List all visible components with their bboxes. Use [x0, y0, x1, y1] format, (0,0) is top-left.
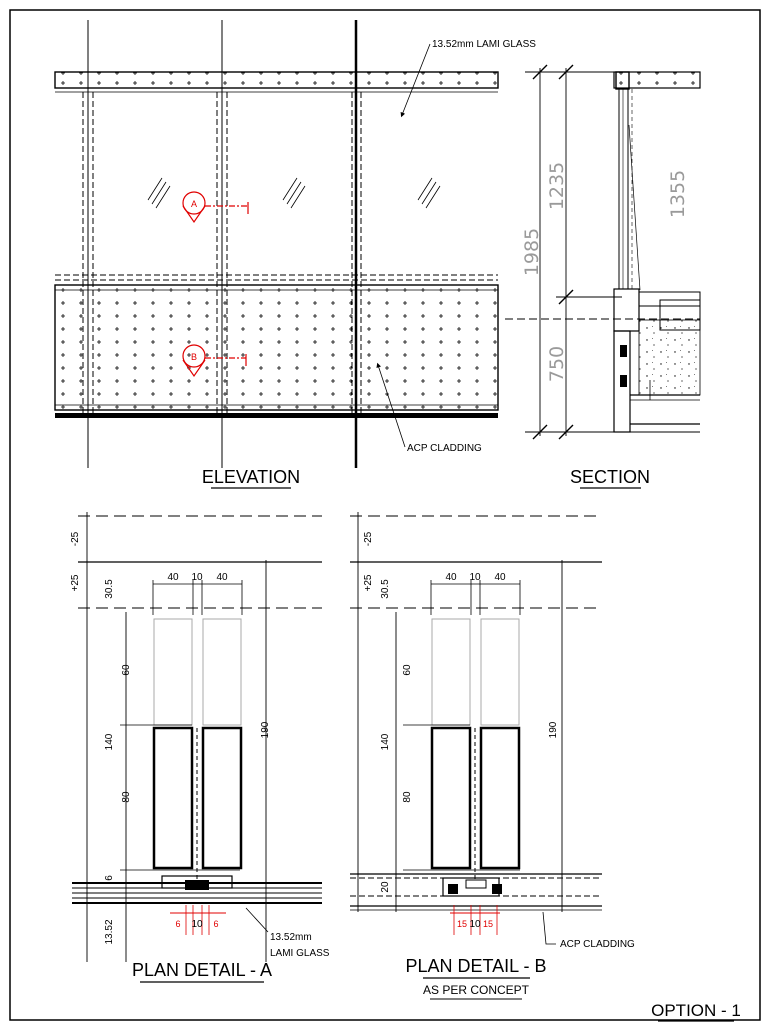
plan-a-dim-minus25: -25: [70, 531, 81, 546]
plan-a-title: PLAN DETAIL - A: [132, 960, 272, 980]
plan-a-glass-note-2: LAMI GLASS: [270, 948, 330, 959]
plan-b-dim-80: 80: [402, 791, 413, 803]
plan-a-dim-190: 190: [260, 721, 271, 738]
plan-detail-a: 40 10 40 -25 +25 30.5 60 140 80 6 13.52 …: [70, 512, 330, 983]
section-marker-b: B: [182, 344, 247, 378]
plan-a-dim-13-52: 13.52: [104, 919, 115, 944]
leader-arrow-icon: [542, 911, 556, 945]
top-rail: [54, 71, 499, 89]
section-marker-a: A: [182, 191, 249, 224]
plan-b-dim-40-left: 40: [445, 572, 457, 583]
plan-a-dim-140: 140: [104, 733, 115, 750]
section-glass: [618, 88, 629, 290]
acp-cladding-panel: [54, 284, 499, 411]
section-cut-marker-icon: [182, 191, 206, 215]
plan-b-dim-30-5: 30.5: [380, 579, 391, 599]
plan-a-profile-right: [201, 726, 243, 870]
leader-arrow-icon: [400, 43, 431, 118]
plan-a-dim-60: 60: [121, 664, 132, 676]
plan-b-dim-140: 140: [380, 733, 391, 750]
section-dim-750: 750: [546, 346, 568, 382]
section-marker-b-label: B: [191, 352, 197, 362]
plan-a-red-dim-right: 6: [213, 919, 218, 929]
option-label: OPTION - 1: [651, 1001, 741, 1020]
plan-a-dim-plus25: +25: [70, 574, 81, 591]
plan-a-dim-30-5: 30.5: [104, 579, 115, 599]
plan-b-title: PLAN DETAIL - B: [405, 956, 546, 976]
mullions: [82, 20, 362, 468]
plan-b-subtitle: AS PER CONCEPT: [423, 983, 530, 997]
plan-a-dim-80: 80: [121, 791, 132, 803]
section-dim-1235: 1235: [546, 162, 568, 210]
leader-arrow-icon: [376, 362, 406, 448]
section-cut-marker-icon: [182, 344, 206, 368]
plan-a-dim-6: 6: [104, 875, 115, 881]
section-slab: [638, 319, 701, 396]
plan-detail-b: 40 10 40 -25 +25 30.5 60 140 80 20 190: [350, 512, 635, 1000]
plan-a-dim-center: 10: [191, 919, 203, 930]
plan-a-dim-10: 10: [191, 572, 203, 583]
plan-a-glass-note-1: 13.52mm: [270, 932, 312, 943]
plan-b-cladding-note: ACP CLADDING: [560, 939, 635, 950]
plan-b-profile-left: [430, 726, 472, 870]
plan-a-red-dim-left: 6: [175, 919, 180, 929]
section-title: SECTION: [570, 467, 650, 487]
plan-b-red-dim-right: 15: [483, 919, 493, 929]
section-marker-a-label: A: [191, 199, 197, 209]
plan-b-dim-plus25: +25: [363, 574, 374, 591]
elevation-title: ELEVATION: [202, 467, 300, 487]
elevation-view: A B 13.52mm LAMI GLASS ACP CLADDING ELEV…: [54, 20, 536, 489]
section-dim-1355: 1355: [667, 170, 689, 218]
plan-b-dim-40-right: 40: [494, 572, 506, 583]
plan-a-dim-40-right: 40: [216, 572, 228, 583]
glass-note: 13.52mm LAMI GLASS: [432, 39, 536, 50]
plan-b-red-dim-left: 15: [457, 919, 467, 929]
glass-hatch-marks: [147, 177, 441, 209]
sheet-border: [9, 9, 761, 1021]
section-dim-1985: 1985: [521, 228, 543, 276]
plan-a-dim-40-left: 40: [167, 572, 179, 583]
cladding-note: ACP CLADDING: [407, 443, 482, 454]
plan-b-dim-center: 10: [469, 919, 481, 930]
plan-b-dim-10: 10: [469, 572, 481, 583]
plan-b-dim-minus25: -25: [363, 531, 374, 546]
plan-b-profile-right: [479, 726, 521, 870]
plan-a-profile-left: [152, 726, 194, 870]
section-handrail: [613, 71, 701, 89]
plan-b-dim-190: 190: [548, 721, 559, 738]
plan-b-dim-20: 20: [380, 881, 391, 893]
plan-b-dim-60: 60: [402, 664, 413, 676]
section-view: 1985 1235 1355 750 SECTION: [505, 64, 701, 489]
